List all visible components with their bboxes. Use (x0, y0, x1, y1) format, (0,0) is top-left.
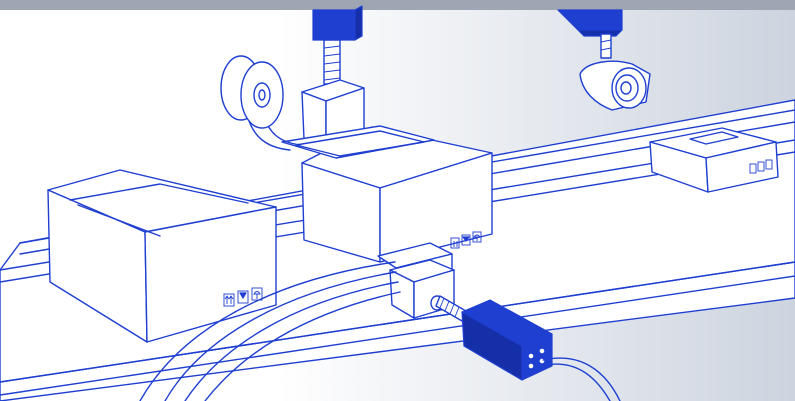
handling-icons (223, 287, 263, 307)
tape-reel (220, 55, 284, 129)
keep-dry-umbrella-icon (253, 291, 261, 299)
this-way-up-arrows-icon (224, 295, 234, 304)
camera (557, 9, 651, 111)
small-package (649, 127, 779, 193)
label-tape (247, 109, 435, 159)
connector-icon (527, 352, 535, 360)
front-belt-strands (139, 261, 401, 401)
handling-icons (450, 231, 482, 249)
sensor-cable (544, 363, 611, 401)
top-band (0, 0, 795, 10)
sensor-module (461, 299, 553, 381)
fragile-glass-icon (239, 292, 247, 299)
